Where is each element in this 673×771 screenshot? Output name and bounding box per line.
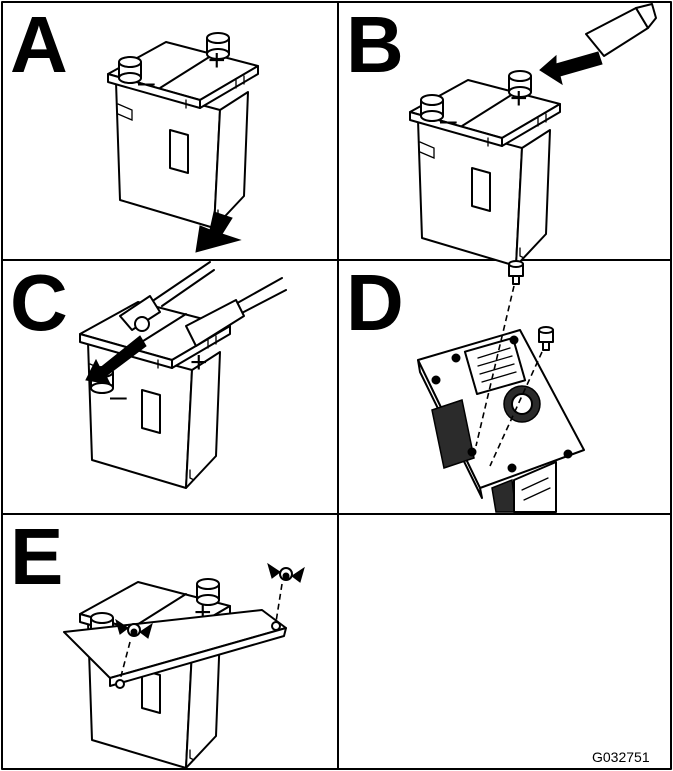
panel-b: B – + (346, 0, 656, 266)
panel-c-letter: C (10, 258, 68, 347)
battery-tray (418, 330, 584, 512)
negative-sign-c: – (110, 380, 127, 413)
positive-sign-a: + (208, 44, 226, 77)
panel-e-letter: E (10, 512, 63, 601)
negative-sign-a: – (138, 66, 155, 99)
terminal-cover (586, 4, 656, 56)
panel-e: E – + (10, 512, 304, 768)
negative-sign-b: – (440, 104, 457, 137)
positive-sign-b: + (510, 82, 528, 115)
figure-code: G032751 (592, 749, 650, 765)
battery-a: – + (108, 33, 258, 228)
panel-b-letter: B (346, 0, 404, 89)
panel-a-letter: A (10, 0, 68, 89)
battery-b: – + (410, 71, 560, 266)
panel-d: D (346, 258, 584, 512)
panel-d-letter: D (346, 258, 404, 347)
left-arrow-icon (540, 52, 602, 84)
positive-cable (186, 278, 286, 346)
positive-sign-c: + (190, 346, 208, 379)
panel-a: A – + (10, 0, 258, 252)
panel-c: C – + (10, 258, 286, 488)
panel-empty: G032751 (592, 749, 650, 765)
